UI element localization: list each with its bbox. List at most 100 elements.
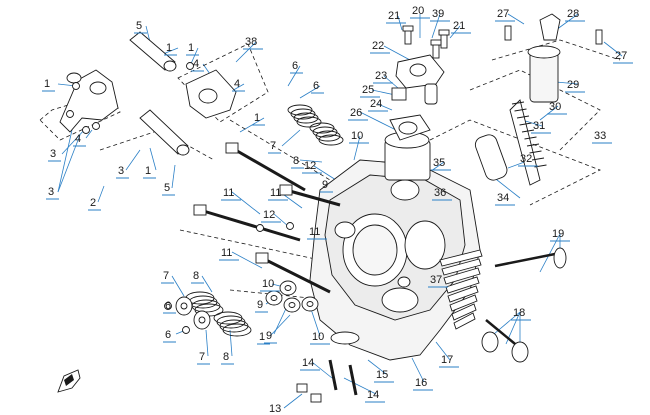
callout-label-22: 22 [372, 40, 385, 52]
cam-chain-tensioner [474, 13, 603, 186]
valve-spring [213, 311, 252, 337]
callout-label-34: 34 [497, 192, 510, 204]
rocker-arm-right [185, 69, 237, 119]
leader-line [283, 393, 303, 409]
callout-label-3: 3 [48, 186, 55, 198]
callout-label-36: 36 [434, 187, 447, 199]
callout-label-1: 1 [145, 165, 152, 177]
head-bolt [193, 204, 301, 242]
leader-line [205, 329, 209, 357]
nut [296, 383, 308, 393]
leader-line [299, 85, 321, 99]
small-fastener [186, 62, 194, 70]
callout-label-1: 1 [166, 42, 173, 54]
callout-label-16: 16 [415, 377, 428, 389]
leader-line [431, 13, 441, 39]
callout-label-11: 11 [309, 226, 321, 238]
rocker-shaft [139, 109, 190, 156]
leader-line [57, 129, 73, 193]
callout-label-10: 10 [312, 331, 325, 343]
callout-label-7: 7 [270, 140, 277, 152]
nut [310, 393, 322, 403]
callout-label-21: 21 [388, 10, 401, 22]
leader-line [449, 25, 461, 39]
small-fastener [92, 122, 100, 130]
callout-label-6: 6 [165, 300, 172, 312]
leader-line [383, 45, 411, 61]
callout-label-24: 24 [370, 98, 383, 110]
small-fastener [182, 326, 190, 334]
leader-line [313, 165, 337, 181]
callout-label-8: 8 [193, 270, 200, 282]
callout-label-3: 3 [118, 165, 125, 177]
leader-line [97, 185, 105, 203]
callout-label-14: 14 [367, 389, 380, 401]
callout-label-12: 12 [304, 160, 317, 172]
callout-label-35: 35 [433, 157, 446, 169]
front-arrow-icon [57, 369, 81, 393]
callout-label-33: 33 [594, 130, 607, 142]
callout-label-26: 26 [350, 107, 363, 119]
rocker-arm-left [59, 69, 119, 133]
leader-line [435, 341, 451, 361]
callout-label-1: 1 [44, 78, 51, 90]
leader-line [231, 251, 263, 269]
leader-line [411, 357, 425, 383]
group-bracket [491, 39, 621, 61]
leader-line [281, 129, 301, 147]
callout-label-21: 21 [453, 20, 466, 32]
intake-valves [481, 319, 529, 363]
leader-line [353, 135, 361, 161]
washer [265, 290, 283, 306]
callout-label-8: 8 [223, 351, 230, 363]
washer [301, 296, 319, 312]
leader-line [273, 213, 289, 227]
leader-line [507, 13, 525, 25]
head-bolt [255, 252, 331, 294]
gasket [330, 331, 360, 345]
bolt [402, 25, 414, 45]
leader-line [201, 275, 213, 293]
thermostat-housing [384, 54, 445, 181]
callout-label-1: 1 [188, 42, 195, 54]
head-bolt [225, 142, 306, 192]
group-bracket [469, 69, 601, 151]
small-fastener [256, 224, 264, 232]
leader-line [149, 147, 157, 171]
leader-line [539, 233, 561, 273]
callout-label-10: 10 [351, 130, 364, 142]
spring-retainer [175, 296, 193, 316]
callout-label-6: 6 [165, 329, 172, 341]
bolt [430, 39, 442, 59]
leader-line [383, 75, 399, 89]
leader-line [311, 361, 333, 379]
washer [283, 297, 301, 313]
leader-line [299, 159, 323, 163]
callout-label-23: 23 [375, 70, 388, 82]
callout-label-6: 6 [292, 60, 299, 72]
head-bolt [279, 184, 341, 207]
callout-label-14: 14 [302, 357, 315, 369]
exhaust-valve [494, 247, 567, 269]
callout-label-3: 3 [50, 148, 57, 160]
callout-label-31: 31 [533, 120, 546, 132]
leader-line [171, 164, 176, 189]
leader-line [359, 111, 397, 131]
callout-label-19: 19 [552, 228, 565, 240]
leader-line [539, 105, 559, 121]
callout-label-27: 27 [615, 50, 628, 62]
callout-label-13: 13 [269, 403, 282, 415]
callout-label-5: 5 [136, 20, 143, 32]
small-fastener [82, 126, 90, 134]
callout-label-30: 30 [549, 101, 562, 113]
callout-label-11: 11 [223, 187, 235, 199]
callout-label-10: 10 [262, 278, 275, 290]
valve-spring [287, 104, 322, 128]
stud [328, 359, 338, 391]
callout-label-7: 7 [163, 270, 170, 282]
stud [348, 364, 358, 396]
callout-label-9: 9 [266, 330, 273, 342]
small-fastener [286, 222, 294, 230]
leader-line [603, 41, 623, 57]
